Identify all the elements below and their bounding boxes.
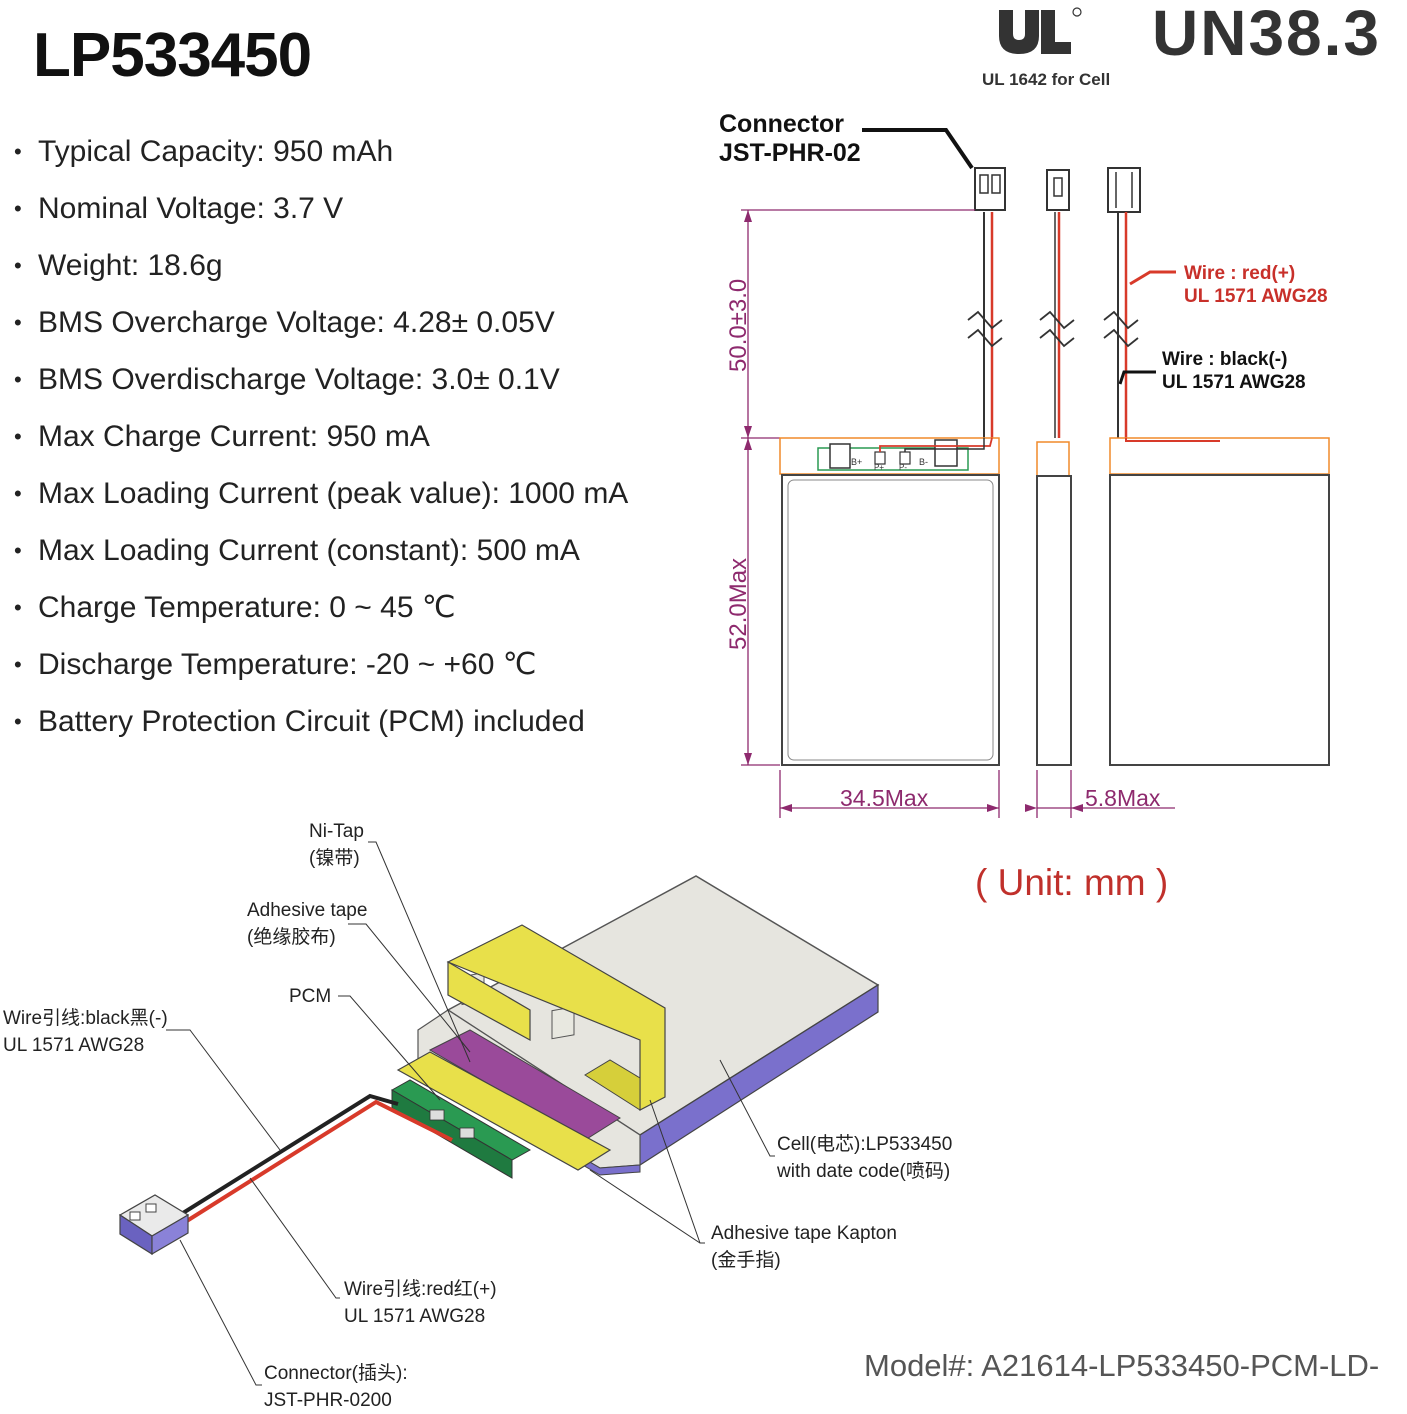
spec-item: •BMS Overdischarge Voltage: 3.0± 0.1V (14, 363, 560, 396)
wire-red-callout: Wire引线:red红(+) UL 1571 AWG28 (344, 1279, 497, 1327)
dim-thickness: 5.8Max (1085, 785, 1161, 811)
dim-wire-length: 50.0±3.0 (725, 279, 752, 372)
pcb-label-b-minus: B- (919, 457, 928, 467)
battery-back-view (1109, 437, 1330, 766)
ul-logo-icon (999, 7, 1082, 54)
connector-side-icon (1046, 169, 1070, 211)
connector-front-icon (974, 167, 1006, 211)
technical-drawing: 50.0±3.0 52.0Max 34.5Max 5.8Max B+ P+ P-… (725, 128, 1330, 818)
connector-callout: Connector(插头): JST-PHR-0200 (264, 1363, 408, 1411)
connector-back-icon (1107, 167, 1141, 213)
spec-item: •Nominal Voltage: 3.7 V (14, 192, 344, 225)
pcb-label-p-plus: P+ (874, 463, 884, 472)
wire-red (180, 1099, 453, 1226)
connector-label: Connector JST-PHR-02 (719, 110, 861, 167)
product-title: LP533450 (33, 21, 312, 90)
exploded-connector-icon (118, 1194, 190, 1256)
dim-width: 34.5Max (840, 785, 929, 811)
spec-item: •Max Charge Current: 950 mA (14, 420, 430, 453)
wire-black-callout: Wire引线:black黑(-) UL 1571 AWG28 (3, 1008, 168, 1056)
wire-red-label: Wire : red(+) UL 1571 AWG28 (1184, 263, 1328, 307)
spec-item: •Charge Temperature: 0 ~ 45 ℃ (14, 591, 456, 624)
connector-leader (862, 128, 974, 170)
spec-item: •Max Loading Current (peak value): 1000 … (14, 477, 629, 510)
kapton-callout: Adhesive tape Kapton (金手指) (711, 1223, 897, 1271)
spec-item: •Battery Protection Circuit (PCM) includ… (14, 705, 585, 738)
kapton-strip (396, 1051, 612, 1171)
pcb-label-b-plus: B+ (851, 457, 862, 467)
pcm-label: PCM (289, 986, 332, 1007)
spec-item: •BMS Overcharge Voltage: 4.28± 0.05V (14, 306, 555, 339)
spec-list: •Typical Capacity: 950 mAh •Nominal Volt… (14, 130, 628, 757)
wire-black-label: Wire : black(-) UL 1571 AWG28 (1162, 349, 1306, 393)
spec-item: •Typical Capacity: 950 mAh (14, 135, 394, 168)
wire-black (173, 1093, 399, 1220)
unit-note: ( Unit: mm ) (975, 862, 1169, 903)
battery-front-view: B+ P+ P- B- (779, 437, 1000, 766)
model-number: Model#: A21614-LP533450-PCM-LD- (864, 1348, 1380, 1383)
adhesive-tape-label: Adhesive tape (绝缘胶布) (247, 900, 368, 948)
spec-item: •Max Loading Current (constant): 500 mA (14, 534, 580, 567)
un383-mark: UN38.3 (1152, 0, 1381, 69)
spec-item: •Weight: 18.6g (14, 249, 223, 282)
dim-height: 52.0Max (725, 558, 752, 650)
spec-item: •Discharge Temperature: -20 ~ +60 ℃ (14, 648, 537, 681)
ni-tap-label: Ni-Tap (镍带) (309, 821, 364, 869)
pcb-label-p-minus: P- (899, 463, 907, 472)
battery-side-view (1036, 441, 1072, 766)
adhesive-tape-top (446, 924, 666, 1111)
cell-callout: Cell(电芯):LP533450 with date code(喷码) (777, 1134, 953, 1182)
ul-note: UL 1642 for Cell (982, 70, 1111, 89)
